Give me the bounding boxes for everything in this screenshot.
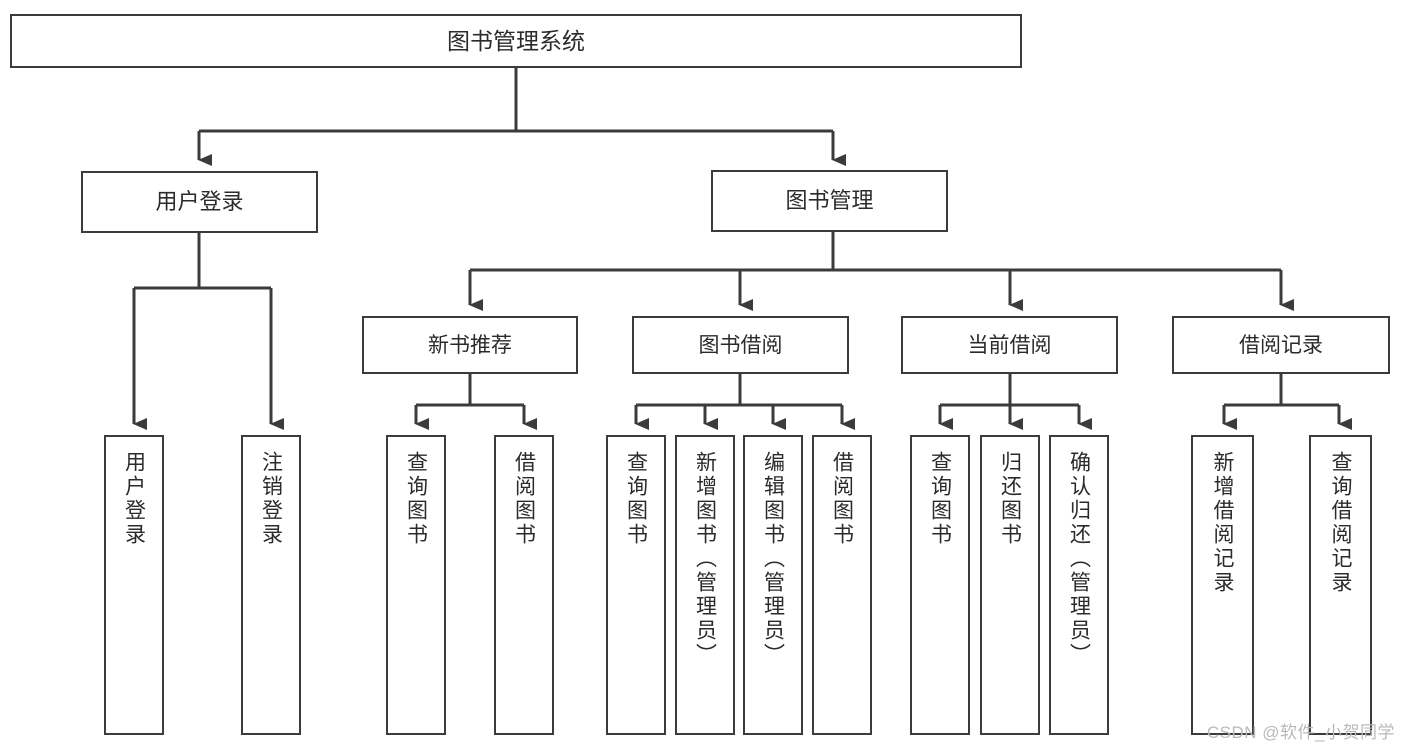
node-label: 借阅图书 bbox=[830, 451, 854, 547]
node-borrow-record[interactable]: 借阅记录 bbox=[1172, 316, 1390, 374]
leaf-borrow-record-add-record[interactable]: 新增借阅记录 bbox=[1191, 435, 1254, 735]
node-label: 确认归还（管理员） bbox=[1067, 451, 1091, 667]
node-current-borrow[interactable]: 当前借阅 bbox=[901, 316, 1118, 374]
leaf-book-borrow-borrow-book[interactable]: 借阅图书 bbox=[812, 435, 872, 735]
node-label: 借阅图书 bbox=[512, 451, 536, 547]
node-label: 查询借阅记录 bbox=[1329, 451, 1352, 595]
node-user-login[interactable]: 用户登录 bbox=[81, 171, 318, 233]
leaf-book-borrow-query-book[interactable]: 查询图书 bbox=[606, 435, 666, 735]
leaf-new-book-borrow-book[interactable]: 借阅图书 bbox=[494, 435, 554, 735]
leaf-current-borrow-confirm-return-admin[interactable]: 确认归还（管理员） bbox=[1049, 435, 1109, 735]
node-label: 新增借阅记录 bbox=[1211, 451, 1234, 595]
leaf-book-borrow-edit-book-admin[interactable]: 编辑图书（管理员） bbox=[743, 435, 803, 735]
node-label: 编辑图书（管理员） bbox=[761, 451, 785, 667]
node-label: 查询图书 bbox=[928, 451, 952, 547]
node-label: 用户登录 bbox=[155, 189, 244, 214]
node-label: 注销登录 bbox=[259, 451, 283, 547]
node-label: 图书管理系统 bbox=[447, 27, 585, 54]
node-label: 图书借阅 bbox=[698, 333, 783, 357]
node-label: 借阅记录 bbox=[1239, 333, 1323, 357]
node-book-management[interactable]: 图书管理 bbox=[711, 170, 948, 232]
leaf-new-book-query-book[interactable]: 查询图书 bbox=[386, 435, 446, 735]
leaf-current-borrow-return-book[interactable]: 归还图书 bbox=[980, 435, 1040, 735]
leaf-current-borrow-query-book[interactable]: 查询图书 bbox=[910, 435, 970, 735]
node-label: 用户登录 bbox=[122, 451, 146, 547]
node-book-borrow[interactable]: 图书借阅 bbox=[632, 316, 849, 374]
leaf-user-login-logout[interactable]: 注销登录 bbox=[241, 435, 301, 735]
node-label: 新书推荐 bbox=[428, 333, 512, 357]
leaf-borrow-record-query-record[interactable]: 查询借阅记录 bbox=[1309, 435, 1372, 735]
node-label: 归还图书 bbox=[998, 451, 1022, 547]
node-new-book-recommend[interactable]: 新书推荐 bbox=[362, 316, 578, 374]
leaf-book-borrow-add-book-admin[interactable]: 新增图书（管理员） bbox=[675, 435, 735, 735]
csdn-watermark: CSDN @软件_小贺同学 bbox=[1206, 723, 1395, 742]
node-label: 查询图书 bbox=[624, 451, 648, 547]
node-label: 新增图书（管理员） bbox=[693, 451, 717, 667]
node-label: 当前借阅 bbox=[967, 333, 1052, 357]
node-label: 查询图书 bbox=[404, 451, 428, 547]
node-label: 图书管理 bbox=[785, 188, 874, 213]
node-root-book-management-system[interactable]: 图书管理系统 bbox=[10, 14, 1022, 68]
leaf-user-login-login[interactable]: 用户登录 bbox=[104, 435, 164, 735]
